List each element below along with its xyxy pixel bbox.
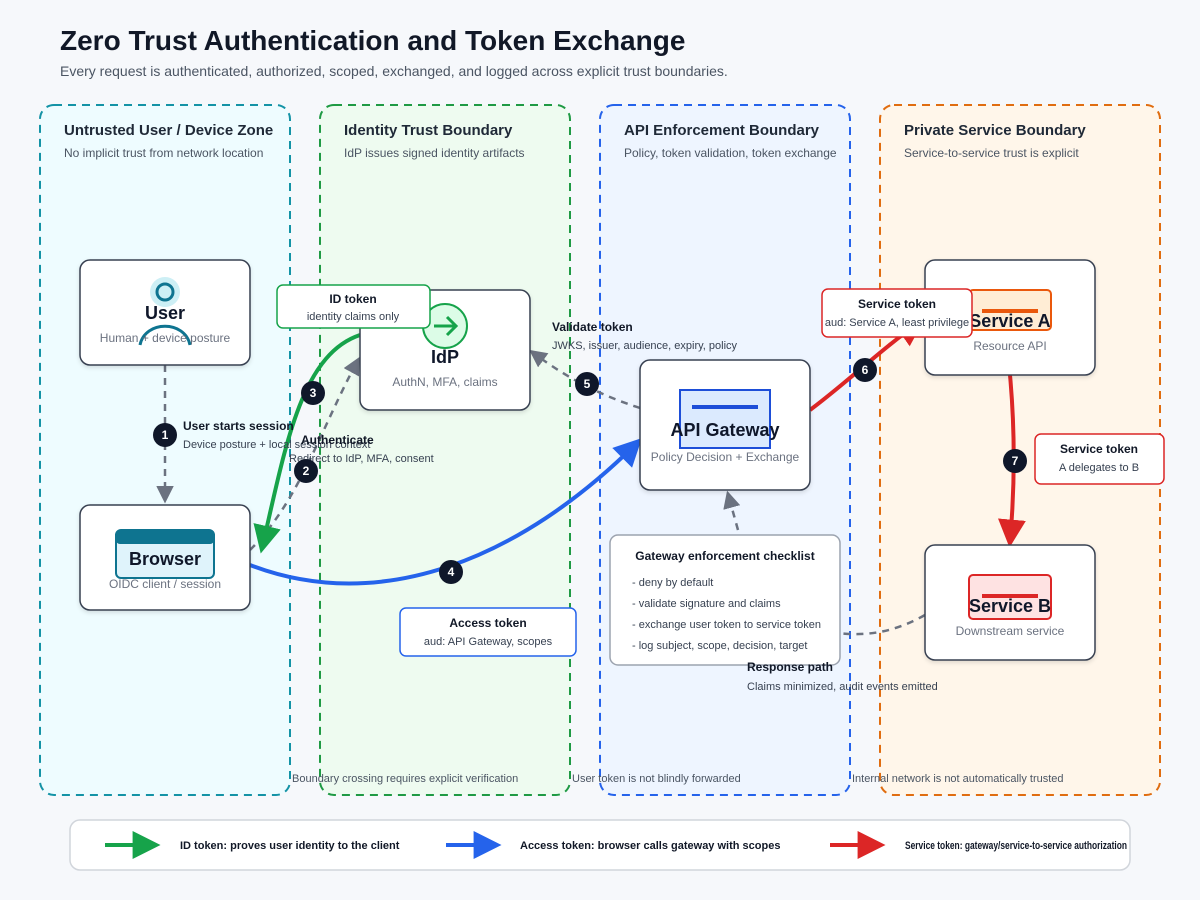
token-card-service-token-b-box	[1034, 433, 1165, 485]
response-path-subtitle: Claims minimized, audit events emitted	[747, 681, 938, 693]
service-icon	[968, 574, 1052, 620]
zone-private-title: Private Service Boundary	[904, 122, 1086, 139]
node-service-b-subtitle: Downstream service	[956, 624, 1065, 638]
zone-api-footer: User token is not blindly forwarded	[572, 773, 741, 785]
checklist-item: - deny by default	[632, 577, 713, 589]
step-badge-6: 6	[853, 358, 877, 382]
gateway-checklist: Gateway enforcement checklist - deny by …	[609, 534, 841, 666]
user-icon	[138, 277, 192, 346]
token-card-service-token-a-title: Service token	[858, 297, 936, 311]
step-badge-5: 5	[575, 372, 599, 396]
token-card-access-token-title: Access token	[449, 616, 526, 630]
step-1-title: User starts session	[183, 419, 294, 433]
connector-idp-to-browser-id-token	[253, 333, 361, 554]
node-service-b-title: Service B	[969, 596, 1051, 616]
node-service-b[interactable]: Service B Downstream service	[924, 544, 1096, 661]
token-card-service-token-a: Service token aud: Service A, least priv…	[821, 288, 973, 338]
token-card-id-token-title: ID token	[329, 292, 376, 306]
zone-identity-footer: Boundary crossing requires explicit veri…	[292, 773, 518, 785]
browser-window-icon	[115, 529, 215, 579]
step-badge-2: 2	[294, 459, 318, 483]
step-badge-4-num: 4	[448, 565, 455, 579]
zone-identity-subtitle: IdP issues signed identity artifacts	[344, 146, 525, 160]
step-5-subtitle: JWKS, issuer, audience, expiry, policy	[552, 340, 738, 352]
step-badge-4: 4	[439, 560, 463, 584]
checklist-item: - log subject, scope, decision, target	[632, 640, 807, 652]
token-card-access-token-subtitle: aud: API Gateway, scopes	[424, 636, 553, 648]
node-user-box	[79, 259, 251, 366]
token-card-access-token: Access token aud: API Gateway, scopes	[399, 607, 577, 657]
legend-access-token-label: Access token: browser calls gateway with…	[520, 840, 780, 852]
checklist-item: - exchange user token to service token	[632, 619, 821, 631]
zone-api-subtitle: Policy, token validation, token exchange	[624, 146, 837, 160]
step-badge-1-num: 1	[162, 428, 169, 442]
token-card-access-token-box	[399, 607, 577, 657]
zone-private-footer: Internal network is not automatically tr…	[852, 773, 1064, 785]
node-api-gateway[interactable]: API Gateway Policy Decision + Exchange	[639, 359, 811, 491]
zone-user-title: Untrusted User / Device Zone	[64, 122, 273, 139]
zone-identity-title: Identity Trust Boundary	[344, 122, 513, 139]
gateway-checklist-title: Gateway enforcement checklist	[635, 549, 814, 563]
step-badge-5-num: 5	[584, 377, 591, 391]
step-1-subtitle: Device posture + local session context	[183, 439, 370, 451]
legend: ID token: proves user identity to the cl…	[69, 819, 1131, 871]
token-card-service-token-b: Service token A delegates to B	[1034, 433, 1165, 485]
node-gateway-title: API Gateway	[670, 420, 779, 440]
page-title: Zero Trust Authentication and Token Exch…	[60, 25, 685, 56]
step-2-subtitle: Redirect to IdP, MFA, consent	[289, 453, 434, 465]
node-user-subtitle: Human + device posture	[100, 331, 231, 345]
token-card-id-token-box	[276, 284, 431, 329]
node-gateway-subtitle: Policy Decision + Exchange	[651, 450, 800, 464]
step-badge-3: 3	[301, 381, 325, 405]
gateway-icon	[679, 389, 771, 449]
step-badge-2-num: 2	[303, 464, 310, 478]
gateway-checklist-box	[609, 534, 841, 666]
connector-checklist-to-gateway	[723, 490, 741, 531]
legend-service-token-label: Service token: gateway/service-to-servic…	[905, 840, 1127, 852]
step-badge-3-num: 3	[310, 386, 317, 400]
zone-user-subtitle: No implicit trust from network location	[64, 146, 263, 160]
zone-api-title: API Enforcement Boundary	[624, 122, 820, 139]
connector-gateway-to-idp-validate	[529, 349, 641, 410]
token-card-id-token: ID token identity claims only	[276, 284, 431, 329]
legend-id-token-label: ID token: proves user identity to the cl…	[180, 840, 400, 852]
step-badge-6-num: 6	[862, 363, 869, 377]
step-2-title: Authenticate	[301, 433, 374, 447]
node-browser[interactable]: Browser OIDC client / session	[79, 504, 251, 611]
node-service-a-subtitle: Resource API	[973, 339, 1046, 353]
node-idp-subtitle: AuthN, MFA, claims	[392, 375, 497, 389]
step-5-title: Validate token	[552, 320, 633, 334]
step-badge-1: 1	[153, 423, 177, 447]
token-card-service-token-a-box	[821, 288, 973, 338]
token-card-service-token-b-subtitle: A delegates to B	[1059, 462, 1139, 474]
node-user-title: User	[145, 303, 185, 323]
token-card-id-token-subtitle: identity claims only	[307, 311, 400, 323]
node-service-a-title: Service A	[969, 311, 1050, 331]
node-user[interactable]: User Human + device posture	[79, 259, 251, 366]
token-card-service-token-a-subtitle: aud: Service A, least privilege	[825, 317, 969, 329]
page-subtitle: Every request is authenticated, authoriz…	[60, 63, 728, 79]
node-idp-title: IdP	[431, 347, 459, 367]
token-card-service-token-b-title: Service token	[1060, 442, 1138, 456]
checklist-item: - validate signature and claims	[632, 598, 781, 610]
zone-private-subtitle: Service-to-service trust is explicit	[904, 146, 1079, 160]
response-path-title: Response path	[747, 660, 833, 674]
node-browser-subtitle: OIDC client / session	[109, 577, 221, 591]
step-badge-7: 7	[1003, 449, 1027, 473]
step-badge-7-num: 7	[1012, 454, 1019, 468]
node-browser-title: Browser	[129, 549, 201, 569]
